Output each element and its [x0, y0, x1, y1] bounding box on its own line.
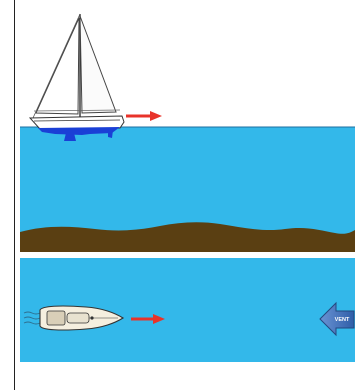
- side-view-panel: [20, 14, 355, 252]
- keel: [64, 133, 76, 141]
- boat-top-cabin: [67, 313, 89, 323]
- jib: [36, 18, 79, 114]
- sailboat: [30, 14, 124, 141]
- boat-top-cockpit: [47, 311, 65, 325]
- boat-top-mast: [90, 316, 93, 319]
- heading-arrow-side: [126, 111, 162, 121]
- top-view-panel: VENT: [20, 258, 355, 362]
- hull: [30, 116, 124, 129]
- mainsail: [80, 16, 116, 113]
- wind-arrow-label: VENT: [335, 317, 350, 323]
